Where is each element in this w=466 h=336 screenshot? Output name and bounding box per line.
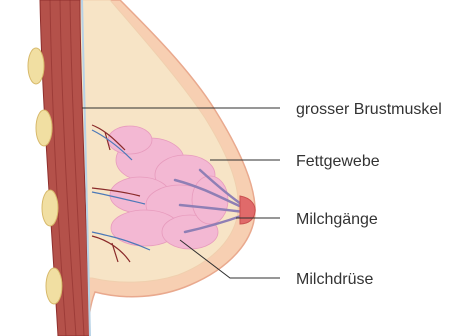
rib — [46, 268, 62, 304]
labels: grosser Brustmuskel Fettgewebe Milchgäng… — [296, 101, 442, 288]
lobule — [192, 176, 228, 224]
rib — [28, 48, 44, 84]
rib — [36, 110, 52, 146]
label-brustmuskel: grosser Brustmuskel — [296, 101, 442, 118]
label-fettgewebe: Fettgewebe — [296, 153, 380, 170]
rib — [42, 190, 58, 226]
label-milchdruese: Milchdrüse — [296, 271, 373, 288]
label-milchgaenge: Milchgänge — [296, 211, 378, 228]
